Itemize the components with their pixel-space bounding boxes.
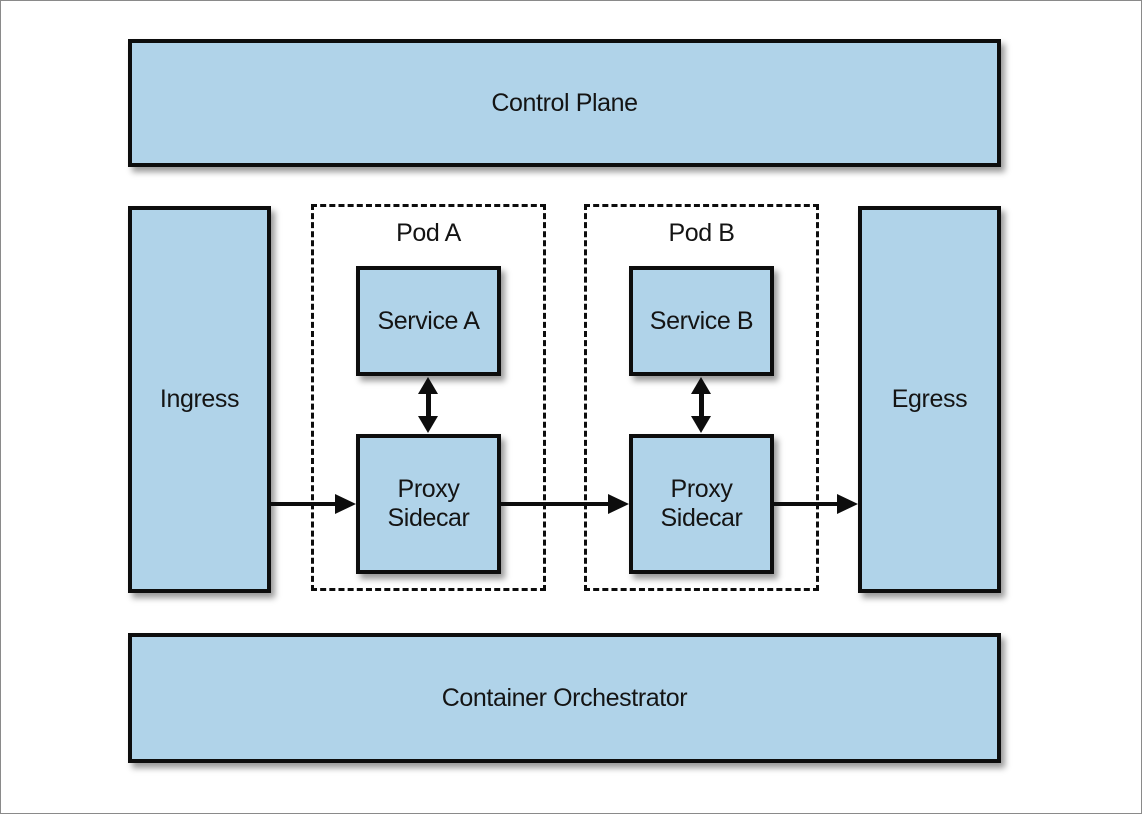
container-orchestrator-label: Container Orchestrator [441, 683, 688, 712]
double-arrow-service-a-proxy-sidecar-a [418, 377, 438, 433]
egress-label: Egress [891, 385, 968, 414]
proxy-sidecar-b-node: Proxy Sidecar [629, 434, 774, 574]
arrowhead-up-service-a [418, 377, 438, 394]
service-b-label: Service B [649, 306, 754, 335]
container-orchestrator-node: Container Orchestrator [128, 633, 1001, 763]
proxy-sidecar-a-node: Proxy Sidecar [356, 434, 501, 574]
pod-a-label: Pod A [396, 219, 461, 247]
service-a-label: Service A [377, 306, 480, 335]
arrowhead-down-proxy-sidecar-a [418, 416, 438, 433]
ingress-node: Ingress [128, 206, 271, 593]
arrowhead-proxy-sidecar-b-to-egress [837, 494, 858, 514]
service-b-node: Service B [629, 266, 774, 376]
ingress-label: Ingress [159, 385, 240, 414]
arrowhead-up-service-b [691, 377, 711, 394]
arrowhead-proxy-sidecar-a-to-proxy-sidecar-b [608, 494, 629, 514]
pod-b-container: Pod B [584, 204, 819, 591]
arrowhead-ingress-to-proxy-sidecar-a [335, 494, 356, 514]
arrow-proxy-sidecar-a-to-proxy-sidecar-b [501, 502, 610, 506]
egress-node: Egress [858, 206, 1001, 593]
control-plane-label: Control Plane [491, 88, 638, 117]
proxy-sidecar-b-label: Proxy Sidecar [660, 475, 743, 532]
proxy-sidecar-a-label: Proxy Sidecar [387, 475, 470, 532]
control-plane-node: Control Plane [128, 39, 1001, 167]
arrow-ingress-to-proxy-sidecar-a [271, 502, 337, 506]
pod-b-label: Pod B [668, 219, 735, 247]
service-a-node: Service A [356, 266, 501, 376]
pod-a-container: Pod A [311, 204, 546, 591]
double-arrow-service-b-proxy-sidecar-b [691, 377, 711, 433]
arrow-proxy-sidecar-b-to-egress [774, 502, 839, 506]
arrowhead-down-proxy-sidecar-b [691, 416, 711, 433]
